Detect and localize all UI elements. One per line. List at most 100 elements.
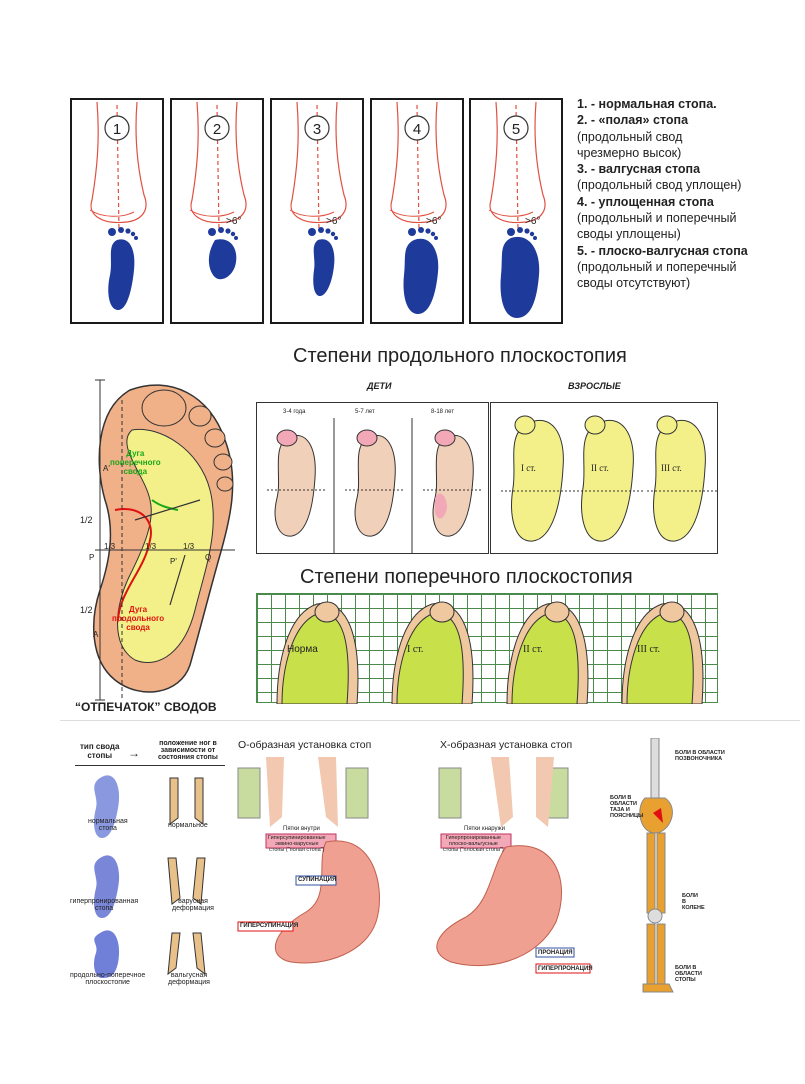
legend-line: 1. - нормальная стопа. <box>577 97 717 111</box>
panel-number: 5 <box>512 121 520 138</box>
row-line: деформация <box>172 905 214 912</box>
table-rule <box>75 765 225 766</box>
panel-number: 2 <box>213 121 221 138</box>
children-box: 3-4 года 5-7 лет 8-18 лет <box>256 402 489 554</box>
arch-label-line: продольного <box>112 614 165 623</box>
angle-label: >6° <box>226 216 241 227</box>
footprint-blue <box>313 239 335 296</box>
row-line: деформация <box>168 979 210 986</box>
leg-sketch <box>290 101 347 224</box>
row-line: стопа <box>98 825 117 832</box>
legend-line: 2. - «полая» стопа <box>577 113 689 128</box>
leg-row-label: варусная деформация <box>172 898 214 912</box>
leg-sketch <box>390 101 447 224</box>
pain-line: БОЛИ <box>682 893 698 899</box>
header-line: состояния стопы <box>158 754 218 761</box>
arch-label-line: поперечного <box>110 458 161 467</box>
foot-panel-art: 4>6° <box>389 101 447 314</box>
footprint-toe <box>308 228 316 236</box>
panel-number-circle <box>404 115 430 141</box>
pink-line: стопы ("полая стопа") <box>269 847 325 853</box>
footprint-diagram <box>93 379 235 701</box>
footprint-toe <box>524 228 530 234</box>
pink-line: эквино-варусные <box>275 841 319 847</box>
header-line: тип свода <box>80 742 120 751</box>
footprint-toe <box>125 228 131 234</box>
footprint-blue <box>500 236 540 318</box>
x-feet-caption: Пятки кнаружи <box>464 826 505 832</box>
adult-feet <box>501 415 717 542</box>
o-shape-title: О-образная установка стоп <box>238 739 372 751</box>
pain-line: ПОЯСНИЦЫ <box>610 813 644 819</box>
leg-sketch <box>488 209 534 217</box>
adult-degree: III ст. <box>661 463 682 473</box>
arch-row-label: гиперпронированная стопа <box>70 898 138 912</box>
age-label: 3-4 года <box>283 409 306 415</box>
pain-line: ПОЗВОНОЧНИКА <box>675 756 723 762</box>
row-line: варусная <box>178 898 208 905</box>
arch-type-illustrations <box>94 775 206 978</box>
col-header-arch-type: тип свода стопы <box>80 742 119 760</box>
panel-number: 3 <box>313 121 321 138</box>
footprint-blue <box>108 239 135 310</box>
footprint-blue <box>208 239 237 280</box>
pain-line: ОБЛАСТИ <box>610 801 637 807</box>
third-label: 1/3 <box>183 542 195 551</box>
foot-panel-2: 2 >6° <box>170 98 264 324</box>
leg-sketch <box>189 209 235 217</box>
footprint-toe <box>533 236 537 240</box>
supination-label: СУПИНАЦИЯ <box>298 877 337 883</box>
arch-row-label: продольно-поперечное плоскостопие <box>70 972 145 986</box>
leg-sketch <box>190 101 247 224</box>
foot-panel-art: 2 >6° <box>189 101 247 280</box>
longitudinal-arch-label: Дуга продольного свода <box>112 605 164 632</box>
row-line: продольно-поперечное <box>70 972 146 979</box>
leg-sketch <box>89 209 135 217</box>
legend-line: (продольный и поперечный <box>577 259 737 274</box>
pain-line: В <box>682 899 686 905</box>
pain-line: ОБЛАСТИ <box>675 971 702 977</box>
pink-line: плоско-вальгусные <box>448 841 498 847</box>
pain-spine-label: БОЛИ В ОБЛАСТИ ПОЗВОНОЧНИКА <box>675 750 725 762</box>
arch-label-line: свода <box>123 467 148 476</box>
pain-pelvis-label: БОЛИ В ОБЛАСТИ ТАЗА И ПОЯСНИЦЫ <box>610 795 643 819</box>
pain-knee-label: БОЛИ В КОЛЕНЕ <box>682 893 705 911</box>
o-feet-caption: Пятки внутри <box>283 826 320 832</box>
point-a-prime: A' <box>103 464 110 473</box>
section-divider <box>60 720 800 721</box>
pain-line: БОЛИ В <box>610 795 632 801</box>
panel-number-circle <box>104 115 130 141</box>
panel-number-circle <box>503 115 529 141</box>
transverse-degree: Норма <box>287 644 318 655</box>
footprint-toe <box>425 228 431 234</box>
footprint-toe <box>318 227 324 233</box>
header-line: зависимости от <box>160 747 216 754</box>
header-line: стопы <box>87 751 113 760</box>
transverse-degree: I ст. <box>407 644 424 655</box>
legend-line: 5. - плоско-валгусная стопа <box>577 243 748 258</box>
legend-line: 3. - валгусная стопа <box>577 162 701 177</box>
pain-line: КОЛЕНЕ <box>682 905 705 911</box>
footprint-blue <box>403 238 439 314</box>
hyperpronation-label: ГИПЕРПРОНАЦИЯ <box>538 966 593 972</box>
row-line: гиперпронированная <box>70 898 139 905</box>
pain-line: БОЛИ В ОБЛАСТИ <box>675 750 725 756</box>
footprint-toe <box>325 228 331 234</box>
legend-line: (продольный и поперечный <box>577 211 737 226</box>
x-pink-label: Гиперпронированные плоско-вальгусные сто… <box>443 835 504 853</box>
pain-line: СТОПЫ <box>675 977 696 983</box>
children-label: ДЕТИ <box>367 381 392 391</box>
transverse-degree: II ст. <box>523 644 543 655</box>
adult-degree: I ст. <box>521 463 536 473</box>
footprint-toe <box>507 228 515 236</box>
legend-line: своды уплощены) <box>577 227 681 242</box>
panel-number-circle <box>304 115 330 141</box>
leg-sketch <box>90 101 147 224</box>
age-label: 5-7 лет <box>355 409 375 415</box>
pink-line: Гиперсупинированные <box>268 835 326 841</box>
pain-line: БОЛИ В <box>675 965 697 971</box>
foot-panel-art: 3>6° <box>289 101 347 296</box>
point-q: Q <box>205 553 212 562</box>
legend-line: 4. - уплощенная стопа <box>577 194 714 209</box>
pain-foot-label: БОЛИ В ОБЛАСТИ СТОПЫ <box>675 965 702 983</box>
